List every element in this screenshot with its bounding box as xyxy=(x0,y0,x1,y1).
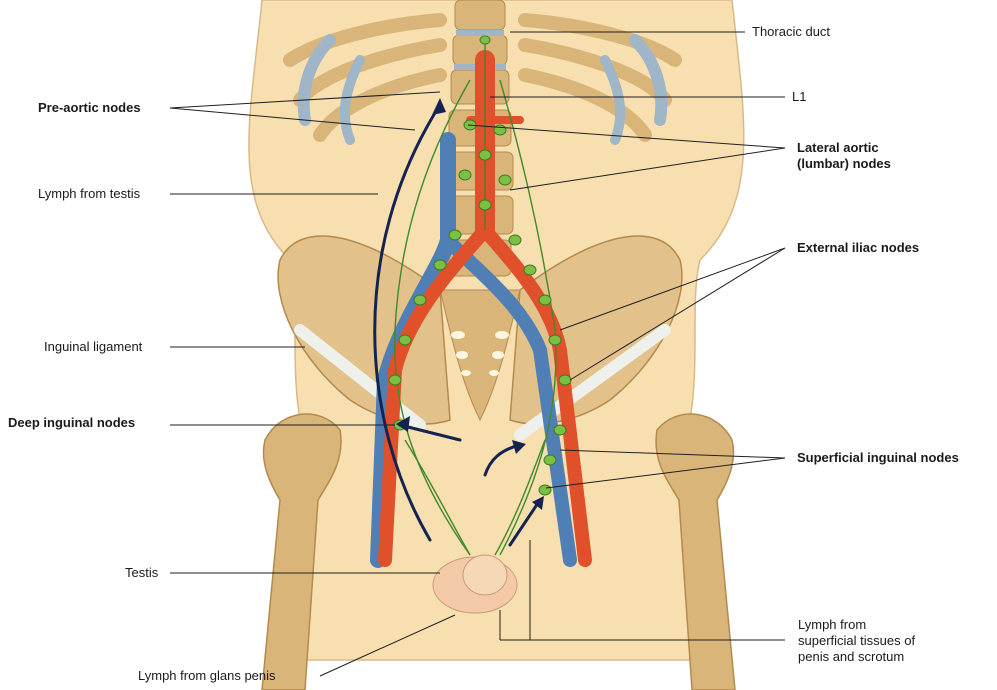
label-lateral-aortic-nodes: Lateral aortic (lumbar) nodes xyxy=(797,140,891,172)
label-inguinal-ligament: Inguinal ligament xyxy=(44,339,142,355)
label-testis: Testis xyxy=(125,565,158,581)
label-thoracic-duct: Thoracic duct xyxy=(752,24,830,40)
label-lymph-superficial-line2: superficial tissues of xyxy=(798,633,915,649)
label-lymph-superficial-line3: penis and scrotum xyxy=(798,649,915,665)
label-l1: L1 xyxy=(792,89,806,105)
label-deep-inguinal-nodes: Deep inguinal nodes xyxy=(8,415,135,431)
label-pre-aortic-nodes: Pre-aortic nodes xyxy=(38,100,141,116)
label-lateral-aortic-line2: (lumbar) nodes xyxy=(797,156,891,172)
label-external-iliac-nodes: External iliac nodes xyxy=(797,240,919,256)
label-lymph-superficial-line1: Lymph from xyxy=(798,617,915,633)
label-lymph-from-glans-penis: Lymph from glans penis xyxy=(138,668,276,684)
label-lymph-from-testis: Lymph from testis xyxy=(38,186,140,202)
label-lateral-aortic-line1: Lateral aortic xyxy=(797,140,891,156)
label-superficial-inguinal-nodes: Superficial inguinal nodes xyxy=(797,450,959,466)
label-lymph-superficial-tissues: Lymph from superficial tissues of penis … xyxy=(798,617,915,665)
